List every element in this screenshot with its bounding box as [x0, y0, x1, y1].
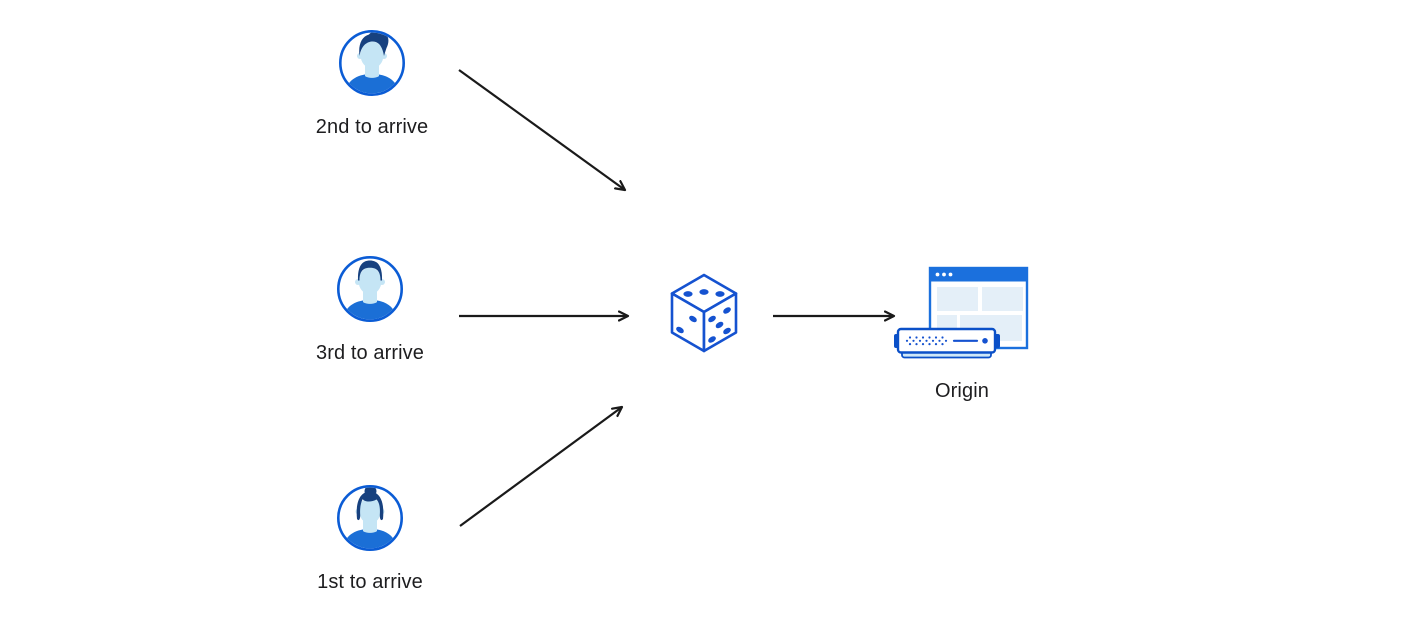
- dice-icon: [670, 273, 738, 353]
- user-label: 2nd to arrive: [315, 116, 429, 138]
- origin-node: Origin: [892, 262, 1032, 403]
- user-node-2nd-to-arrive: 2nd to arrive: [302, 28, 442, 139]
- user-label: 1st to arrive: [317, 571, 423, 593]
- avatar-man-quiff-icon: [338, 29, 406, 97]
- dice-node: [668, 272, 740, 356]
- avatar-woman-bun-icon: [336, 484, 404, 552]
- server-led-dots: [905, 336, 948, 346]
- arrow-user-top-to-dice: [458, 69, 625, 190]
- user-label: 3rd to arrive: [315, 342, 424, 364]
- avatar-man-short-hair-icon: [336, 255, 404, 323]
- user-node-3rd-to-arrive: 3rd to arrive: [300, 254, 440, 365]
- arrow-user-bottom-to-dice: [459, 407, 622, 527]
- origin-server-browser-icon: [894, 266, 1029, 359]
- origin-label: Origin: [935, 380, 989, 402]
- user-node-1st-to-arrive: 1st to arrive: [300, 483, 440, 594]
